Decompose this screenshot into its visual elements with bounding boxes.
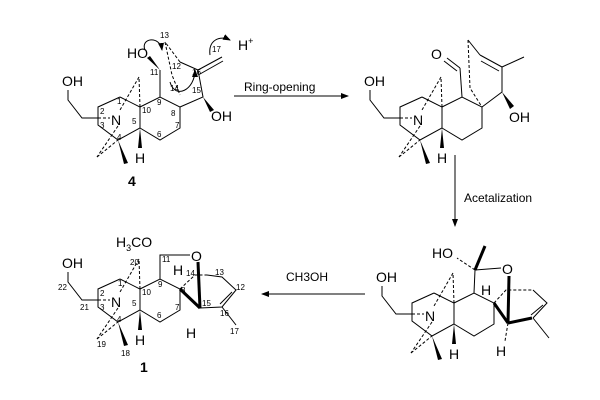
svg-text:7: 7 xyxy=(175,303,180,312)
atom-o: O xyxy=(191,248,202,264)
svg-text:3: 3 xyxy=(100,303,105,312)
reagent-label: Ring-opening xyxy=(244,80,315,94)
svg-text:9: 9 xyxy=(158,280,163,289)
svg-text:5: 5 xyxy=(132,299,137,308)
svg-text:19: 19 xyxy=(97,340,106,349)
svg-text:11: 11 xyxy=(150,68,159,77)
svg-text:6: 6 xyxy=(157,311,162,320)
compound-acetal: OH N H HO O H H xyxy=(376,245,550,362)
svg-text:12: 12 xyxy=(236,283,245,292)
svg-text:1: 1 xyxy=(118,279,123,288)
svg-text:16: 16 xyxy=(192,68,201,77)
atom-h: H xyxy=(135,332,145,348)
electron-arrow xyxy=(143,39,165,51)
atom-h: H xyxy=(173,262,183,278)
atom-numbering: 20 11 14 13 12 22 1 10 9 8 2 15 16 21 3 … xyxy=(58,255,245,358)
atom-n: N xyxy=(413,112,423,128)
svg-text:9: 9 xyxy=(157,98,162,107)
svg-text:17: 17 xyxy=(230,327,239,336)
atom-oh: OH xyxy=(364,73,385,89)
atom-oh: OH xyxy=(509,109,530,125)
svg-text:4: 4 xyxy=(117,315,122,324)
atom-n: N xyxy=(111,112,121,128)
atom-oh: OH xyxy=(211,108,232,124)
svg-text:20: 20 xyxy=(130,258,139,267)
svg-text:6: 6 xyxy=(157,130,162,139)
svg-text:18: 18 xyxy=(121,349,130,358)
methoxy-group: H3CO xyxy=(116,234,152,253)
svg-text:15: 15 xyxy=(192,86,201,95)
atom-oh: OH xyxy=(62,73,83,89)
svg-text:16: 16 xyxy=(220,309,229,318)
svg-text:17: 17 xyxy=(212,45,221,54)
atom-oh: OH xyxy=(62,255,83,271)
atom-oh: OH xyxy=(376,269,397,285)
reagent-label: Acetalization xyxy=(464,191,532,205)
svg-text:8: 8 xyxy=(171,109,176,118)
svg-text:22: 22 xyxy=(58,283,67,292)
compound-label: 4 xyxy=(128,173,136,189)
electron-arrow xyxy=(169,69,198,92)
svg-text:11: 11 xyxy=(162,255,171,264)
electron-arrow xyxy=(209,34,231,56)
svg-text:15: 15 xyxy=(202,299,211,308)
atom-h: H xyxy=(437,150,447,166)
atom-ho: HO xyxy=(432,245,453,261)
svg-text:4: 4 xyxy=(117,133,122,142)
svg-text:21: 21 xyxy=(80,303,89,312)
atom-ho: HO xyxy=(127,45,148,61)
svg-text:5: 5 xyxy=(132,117,137,126)
svg-text:1: 1 xyxy=(117,97,122,106)
reagent-label: CH3OH xyxy=(286,270,328,284)
atom-n: N xyxy=(111,294,121,310)
atom-h: H xyxy=(449,346,459,362)
svg-text:13: 13 xyxy=(215,268,224,277)
atom-numbering: 13 17 11 12 16 14 15 1 2 10 9 8 3 5 7 4 … xyxy=(100,31,221,142)
svg-text:8: 8 xyxy=(181,286,186,295)
atom-h: H xyxy=(481,282,491,298)
compound-1: OH N H H3CO O H H 20 11 14 13 12 22 1 10… xyxy=(58,234,245,375)
svg-text:14: 14 xyxy=(186,269,195,278)
atom-o: O xyxy=(502,261,513,277)
svg-text:13: 13 xyxy=(160,31,169,40)
atom-h: H xyxy=(496,343,506,359)
compound-label: 1 xyxy=(140,359,148,375)
atom-n: N xyxy=(425,308,435,324)
compound-ring-opened: OH N H O OH xyxy=(364,39,530,166)
svg-text:10: 10 xyxy=(142,288,151,297)
svg-text:14: 14 xyxy=(170,84,179,93)
proton: H+ xyxy=(238,36,253,53)
svg-text:3: 3 xyxy=(100,121,105,130)
atom-h: H xyxy=(186,325,196,341)
svg-text:7: 7 xyxy=(175,121,180,130)
svg-text:2: 2 xyxy=(100,289,105,298)
svg-text:12: 12 xyxy=(172,62,181,71)
atom-o: O xyxy=(431,46,442,62)
compound-4: OH N H HO OH H+ 13 17 11 12 16 14 15 1 2… xyxy=(62,31,253,189)
svg-text:2: 2 xyxy=(100,107,105,116)
atom-h: H xyxy=(135,150,145,166)
svg-text:10: 10 xyxy=(142,106,151,115)
